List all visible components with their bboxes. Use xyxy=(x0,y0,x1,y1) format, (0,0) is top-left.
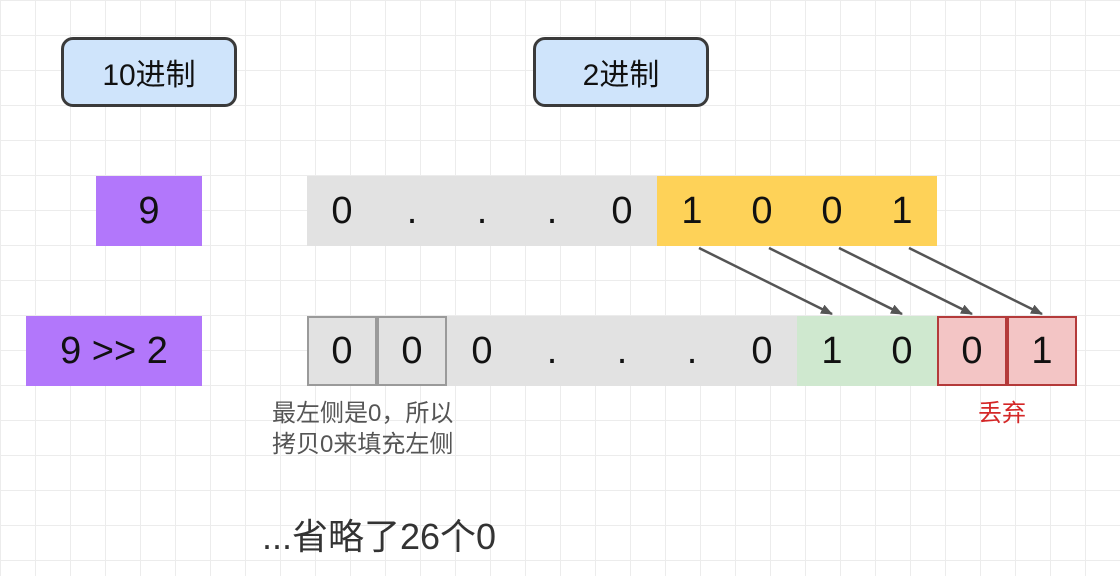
shift-arrow xyxy=(768,246,903,316)
row1-bit-text: 0 xyxy=(611,189,633,232)
row2-bit: . xyxy=(587,316,657,386)
row2-bit: . xyxy=(657,316,727,386)
row1-bit-text: . xyxy=(406,189,418,232)
row1-shifted-bit: 1 xyxy=(867,176,937,246)
row1-bit-text: 0 xyxy=(331,189,353,232)
decimal-header-label: 10进制 xyxy=(102,59,196,92)
row1-bit-text: . xyxy=(476,189,488,232)
row1-bit-text: 0 xyxy=(751,189,773,232)
row2-filled-bit: 0 xyxy=(307,316,377,386)
row1-bit: . xyxy=(517,176,587,246)
row1-shifted-bit: 0 xyxy=(727,176,797,246)
row1-bit: 0 xyxy=(587,176,657,246)
row2-bit-text: . xyxy=(616,329,628,372)
row2-bit-text: 0 xyxy=(401,329,423,372)
row2-bit-text: . xyxy=(686,329,698,372)
shift-expression: 9 >> 2 xyxy=(26,316,202,386)
row2-bit: . xyxy=(517,316,587,386)
shift-expression-label: 9 >> 2 xyxy=(60,329,168,372)
row2-bit-text: 1 xyxy=(821,329,843,372)
row2-bit: 0 xyxy=(447,316,517,386)
row2-bit-text: 0 xyxy=(891,329,913,372)
row2-discarded-bit: 1 xyxy=(1007,316,1077,386)
row2-filled-bit: 0 xyxy=(377,316,447,386)
row1-bit: 0 xyxy=(307,176,377,246)
fill-left-note: 最左侧是0，所以 拷贝0来填充左侧 xyxy=(272,400,454,458)
row2-bit-text: 0 xyxy=(331,329,353,372)
row1-bit-text: 0 xyxy=(821,189,843,232)
row2-kept-bit: 1 xyxy=(797,316,867,386)
row2-bit-text: 0 xyxy=(471,329,493,372)
shift-arrow xyxy=(698,246,833,316)
omitted-zeros-note: ...省略了26个0 xyxy=(262,516,497,557)
row2-bit: 0 xyxy=(727,316,797,386)
binary-header: 2进制 xyxy=(533,37,709,107)
row2-kept-bit: 0 xyxy=(867,316,937,386)
row1-bit: . xyxy=(377,176,447,246)
row1-bit-text: 1 xyxy=(681,189,703,232)
binary-header-label: 2进制 xyxy=(582,59,660,92)
discard-label: 丢弃 xyxy=(978,400,1026,427)
row2-bit-text: . xyxy=(546,329,558,372)
row2-bit-text: 0 xyxy=(961,329,983,372)
row2-bit-text: 1 xyxy=(1031,329,1053,372)
row1-bit-text: 1 xyxy=(891,189,913,232)
decimal-value-9: 9 xyxy=(96,176,202,246)
shift-arrow xyxy=(908,246,1043,316)
decimal-value-9-label: 9 xyxy=(138,189,160,232)
row1-shifted-bit: 1 xyxy=(657,176,727,246)
row1-bit-text: . xyxy=(546,189,558,232)
decimal-header: 10进制 xyxy=(61,37,237,107)
shift-arrow xyxy=(838,246,973,316)
row1-shifted-bit: 0 xyxy=(797,176,867,246)
row1-bit: . xyxy=(447,176,517,246)
row2-bit-text: 0 xyxy=(751,329,773,372)
row2-discarded-bit: 0 xyxy=(937,316,1007,386)
